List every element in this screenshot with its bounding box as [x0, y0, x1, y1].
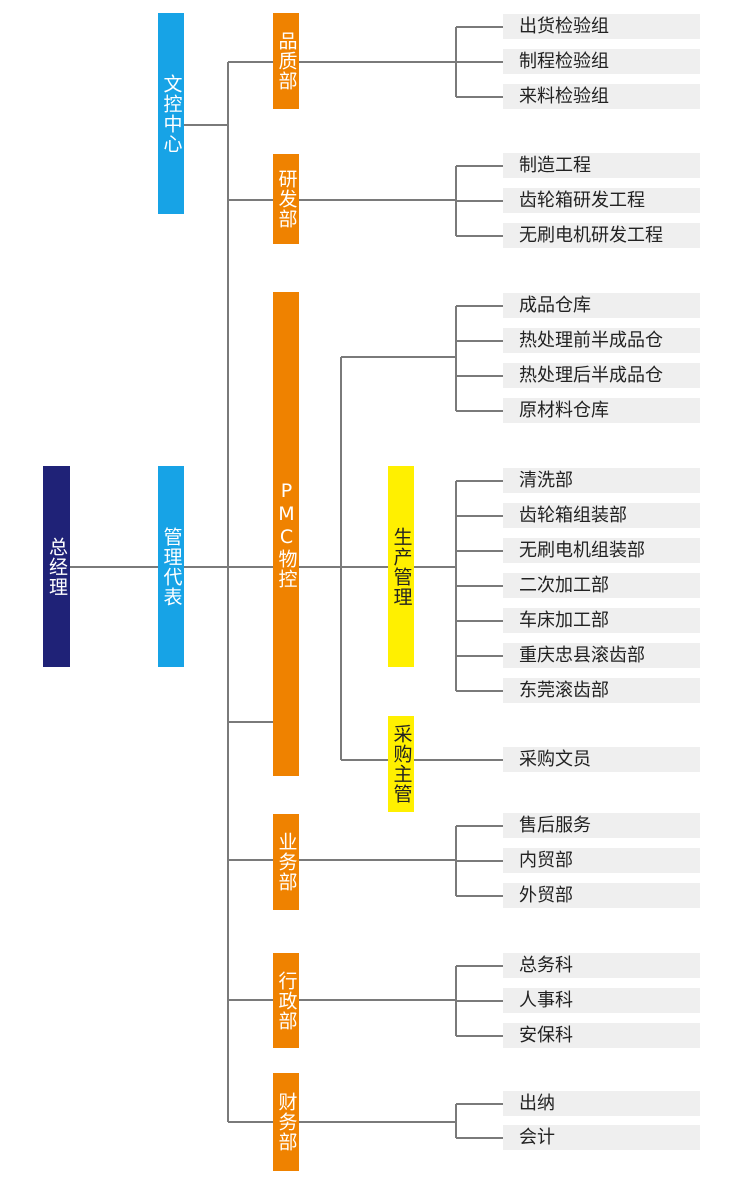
leaf-production-6: 重庆忠县滚齿部	[503, 643, 700, 668]
doc-center-box: 文控中心	[158, 13, 184, 214]
leaf-production-1: 清洗部	[503, 468, 700, 493]
leaf-warehouse-3: 热处理后半成品仓	[503, 363, 700, 388]
leaf-admin-3: 安保科	[503, 1023, 700, 1048]
leaf-business-1: 售后服务	[503, 813, 700, 838]
dept-admin-label: 行政部	[275, 970, 298, 1031]
dept-pmc-label: PMC物控	[275, 479, 298, 589]
dept-rnd-label: 研发部	[275, 169, 298, 229]
leaf-quality-1: 出货检验组	[503, 14, 700, 39]
general-manager-label: 总经理	[46, 536, 68, 597]
leaf-production-7: 东莞滚齿部	[503, 678, 700, 703]
leaf-warehouse-2: 热处理前半成品仓	[503, 328, 700, 353]
mgmt-rep-label: 管理代表	[160, 526, 183, 607]
dept-business-label: 业务部	[275, 832, 298, 892]
dept-quality-label: 品质部	[275, 31, 298, 91]
leaf-purchasing-1: 采购文员	[503, 747, 700, 772]
doc-center-label: 文控中心	[160, 73, 183, 154]
dept-finance-box: 财务部	[273, 1073, 299, 1171]
dept-rnd-box: 研发部	[273, 154, 299, 244]
production-mgmt-box: 生产管理	[388, 466, 414, 667]
leaf-finance-1: 出纳	[503, 1091, 700, 1116]
leaf-business-3: 外贸部	[503, 883, 700, 908]
mgmt-rep-box: 管理代表	[158, 466, 184, 667]
leaf-quality-2: 制程检验组	[503, 49, 700, 74]
leaf-production-2: 齿轮箱组装部	[503, 503, 700, 528]
dept-business-box: 业务部	[273, 814, 299, 910]
dept-finance-label: 财务部	[275, 1092, 298, 1152]
leaf-admin-1: 总务科	[503, 953, 700, 978]
purchasing-supervisor-box: 采购主管	[388, 716, 414, 812]
leaf-rnd-1: 制造工程	[503, 153, 700, 178]
leaf-business-2: 内贸部	[503, 848, 700, 873]
leaf-rnd-3: 无刷电机研发工程	[503, 223, 700, 248]
leaf-production-3: 无刷电机组装部	[503, 538, 700, 563]
leaf-production-5: 车床加工部	[503, 608, 700, 633]
dept-pmc-box: PMC物控	[273, 292, 299, 776]
leaf-quality-3: 来料检验组	[503, 84, 700, 109]
dept-quality-box: 品质部	[273, 13, 299, 109]
leaf-warehouse-1: 成品仓库	[503, 293, 700, 318]
production-mgmt-label: 生产管理	[390, 526, 413, 607]
purchasing-supervisor-label: 采购主管	[390, 724, 413, 804]
leaf-production-4: 二次加工部	[503, 573, 700, 598]
leaf-finance-2: 会计	[503, 1125, 700, 1150]
leaf-admin-2: 人事科	[503, 988, 700, 1013]
general-manager-box: 总经理	[43, 466, 70, 667]
leaf-warehouse-4: 原材料仓库	[503, 398, 700, 423]
dept-admin-box: 行政部	[273, 953, 299, 1048]
leaf-rnd-2: 齿轮箱研发工程	[503, 188, 700, 213]
